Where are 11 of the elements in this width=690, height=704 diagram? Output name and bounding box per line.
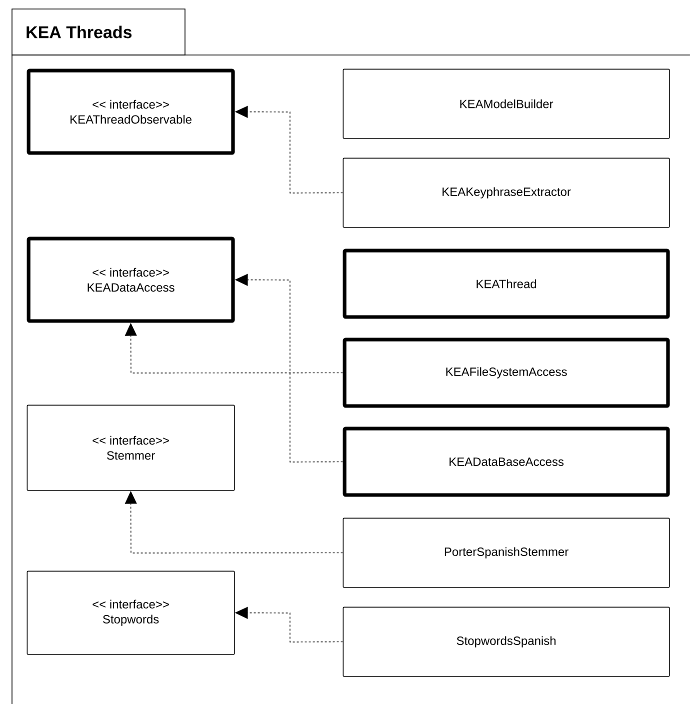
class-box: KEAModelBuilder bbox=[342, 68, 670, 139]
interface-box: << interface>> Stemmer bbox=[26, 404, 235, 491]
interface-box: << interface>> KEAThreadObservable bbox=[26, 68, 235, 155]
class-box: KEAFileSystemAccess bbox=[342, 338, 670, 408]
interface-box: << interface>> KEADataAccess bbox=[26, 236, 235, 323]
class-box: PorterSpanishStemmer bbox=[342, 518, 670, 588]
class-box: KEADataBaseAccess bbox=[342, 426, 670, 497]
interface-box: << interface>> Stopwords bbox=[26, 570, 235, 655]
class-box: KEAKeyphraseExtractor bbox=[342, 158, 670, 228]
class-box: KEAThread bbox=[342, 248, 670, 319]
class-box: StopwordsSpanish bbox=[342, 606, 670, 677]
